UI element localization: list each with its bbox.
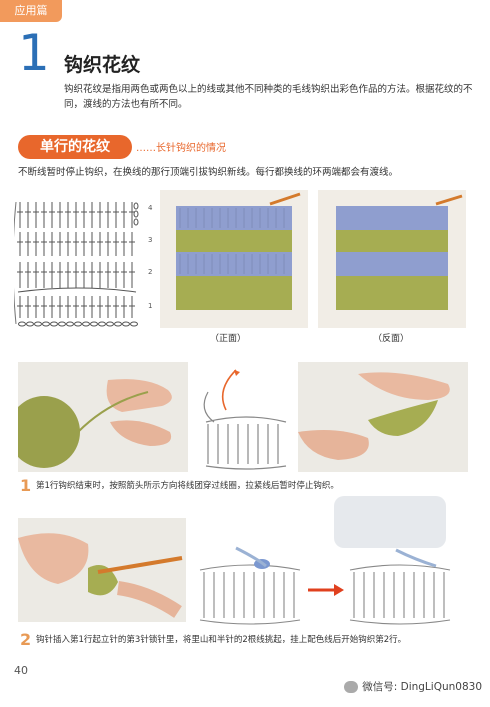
step-1-number: 1 bbox=[20, 476, 32, 495]
chart-row-3 bbox=[17, 232, 135, 256]
swatch-front-photo bbox=[160, 190, 308, 328]
arrow-right-icon bbox=[334, 584, 344, 596]
section-description: 不断线暂时停止钩织，在换线的那行顶端引拔钩织新线。每行都换线的环两端都会有渡线。 bbox=[18, 167, 399, 178]
wechat-id: 微信号: DingLiQun0830 bbox=[362, 681, 482, 693]
intro-text: 钩织花纹是指用两色或两色以上的线或其他不同种类的毛线钩织出彩色作品的方法。根据花… bbox=[64, 84, 473, 110]
section-label: 单行的花纹 bbox=[18, 135, 132, 159]
chapter-number: 1 bbox=[18, 24, 50, 82]
swatch-back-photo bbox=[318, 190, 466, 328]
section-subtitle: ……长针钩织的情况 bbox=[136, 143, 226, 154]
chart-row-label: 1 bbox=[148, 302, 152, 310]
stitch-chart: 4 3 2 1 bbox=[14, 201, 153, 327]
step-1-text: 第1行钩织结束时，按照箭头所示方向将线团穿过线圈，拉紧线后暂时停止钩织。 bbox=[36, 481, 339, 491]
step-2-text: 钩针插入第1行起立针的第3针锁针里，将里山和半针的2根线挑起，挂上配色线后开始钩… bbox=[36, 635, 407, 645]
wechat-icon bbox=[344, 681, 359, 693]
watermark-logo bbox=[334, 496, 446, 548]
page-number: 40 bbox=[14, 664, 28, 677]
step2-photo-hook bbox=[18, 518, 186, 622]
chapter-title: 钩织花纹 bbox=[64, 54, 141, 76]
step1-photo-hand-yarn bbox=[18, 362, 188, 472]
section-tab: 应用篇 bbox=[0, 0, 62, 22]
chart-row-4 bbox=[17, 202, 139, 228]
step1-diagram bbox=[196, 362, 292, 472]
chart-row-2 bbox=[17, 262, 137, 293]
chart-row-label: 3 bbox=[148, 236, 152, 244]
step2-diagram bbox=[199, 546, 451, 625]
chart-row-label: 2 bbox=[148, 268, 152, 276]
chart-row-1 bbox=[17, 296, 138, 327]
step-2-number: 2 bbox=[20, 630, 32, 649]
chart-row-label: 4 bbox=[148, 204, 153, 212]
back-caption: （反面） bbox=[373, 334, 410, 344]
wechat-footer: 微信号: DingLiQun0830 bbox=[344, 679, 482, 694]
front-caption: （正面） bbox=[210, 334, 247, 344]
step1-photo-hands-swatch bbox=[298, 362, 468, 472]
